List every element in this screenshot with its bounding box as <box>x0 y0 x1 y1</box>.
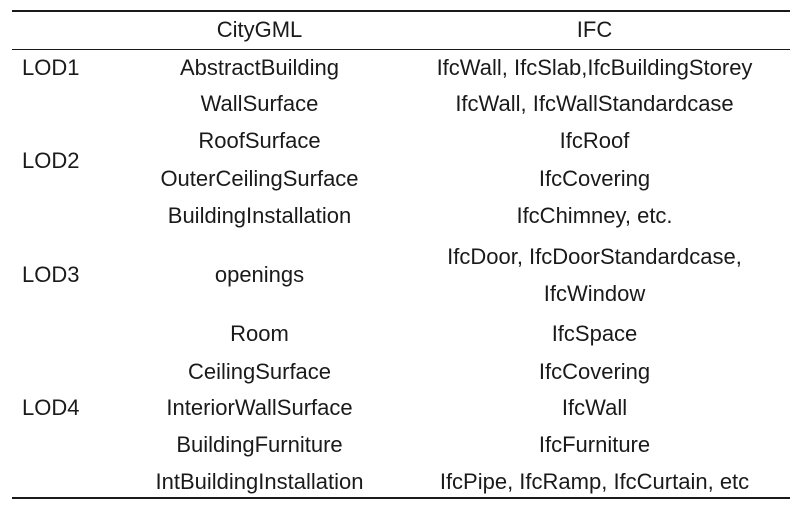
header-citygml: CityGML <box>216 17 303 42</box>
citygml-cell: IntBuildingInstallation <box>155 469 364 494</box>
citygml-cell: openings <box>214 262 305 287</box>
ifc-cell: IfcWall <box>561 395 628 420</box>
citygml-cell: WallSurface <box>200 91 319 116</box>
ifc-cell: IfcRoof <box>559 128 630 153</box>
citygml-cell: Room <box>230 321 289 346</box>
citygml-cell: CeilingSurface <box>187 359 332 384</box>
lod-label: LOD1 <box>22 55 80 80</box>
table-top-rule <box>12 10 790 12</box>
ifc-cell: IfcSpace <box>551 321 638 346</box>
lod-label: LOD2 <box>22 148 80 173</box>
citygml-cell: OuterCeilingSurface <box>160 166 359 191</box>
ifc-cell: IfcPipe, IfcRamp, IfcCurtain, etc <box>439 469 750 494</box>
mapping-table: CityGML IFC LOD1 LOD2 LOD3 LOD4 Abstract… <box>12 10 790 500</box>
citygml-cell: BuildingInstallation <box>167 203 352 228</box>
ifc-cell: IfcWall, IfcWallStandardcase <box>455 91 734 116</box>
table-header-rule <box>12 49 790 50</box>
citygml-cell: RoofSurface <box>198 128 321 153</box>
ifc-cell: IfcFurniture <box>538 432 651 457</box>
citygml-cell: BuildingFurniture <box>176 432 343 457</box>
ifc-cell: IfcChimney, etc. <box>516 203 673 228</box>
ifc-cell: IfcCovering <box>538 166 651 191</box>
ifc-cell: IfcWall, IfcSlab,IfcBuildingStorey <box>436 55 753 80</box>
citygml-cell: AbstractBuilding <box>180 55 339 80</box>
ifc-cell: IfcDoor, IfcDoorStandardcase, <box>447 244 742 269</box>
lod-label: LOD4 <box>22 395 80 420</box>
header-ifc: IFC <box>576 17 613 42</box>
citygml-cell: InteriorWallSurface <box>166 395 353 420</box>
header-lod <box>22 17 122 43</box>
lod-label: LOD3 <box>22 262 80 287</box>
ifc-cell: IfcWindow <box>543 281 646 306</box>
ifc-cell: IfcCovering <box>538 359 651 384</box>
table-bottom-rule <box>12 497 790 499</box>
